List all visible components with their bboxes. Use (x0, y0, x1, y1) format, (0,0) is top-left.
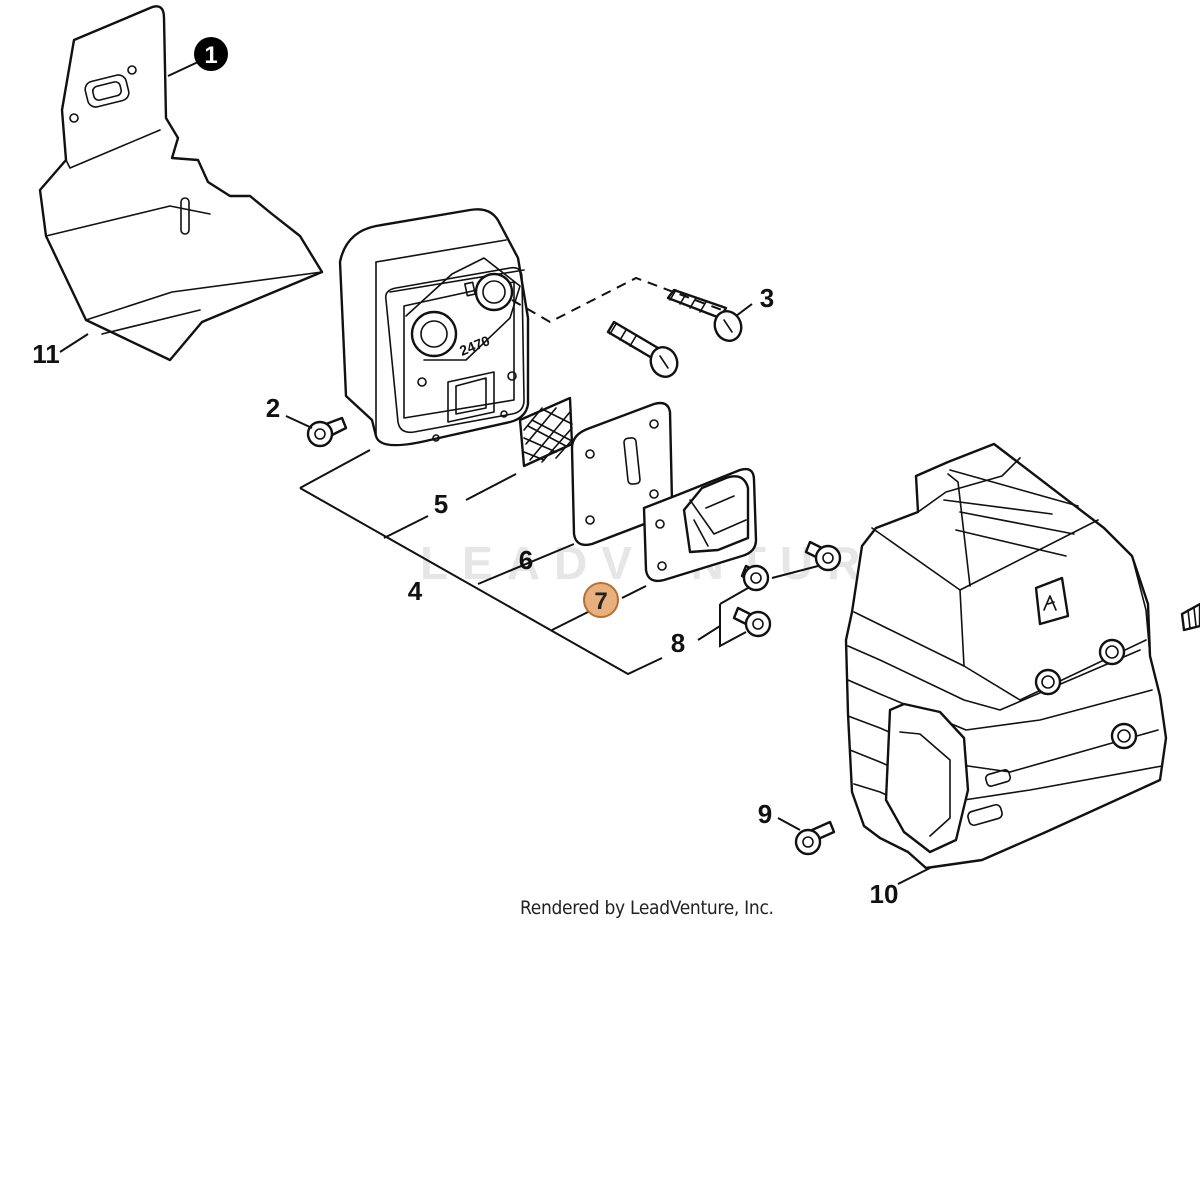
callout-5-label: 5 (434, 489, 448, 519)
callout-3-label: 3 (760, 283, 774, 313)
callout-11[interactable]: 11 (32, 339, 60, 369)
callout-9-label: 9 (758, 799, 772, 829)
callout-4-label: 4 (408, 576, 423, 606)
callout-10-label: 10 (870, 879, 899, 909)
muffler-part[interactable]: 2470 (338, 208, 530, 447)
callout-5[interactable]: 5 (434, 489, 448, 519)
screw-part-8b[interactable] (732, 606, 772, 638)
render-credit: Rendered by LeadVenture, Inc. (520, 897, 774, 919)
callout-6-label: 6 (519, 545, 533, 575)
callout-3[interactable]: 3 (760, 283, 774, 313)
callout-8[interactable]: 8 (671, 628, 685, 658)
screw-part-8a[interactable] (740, 564, 770, 592)
callout-2-label: 2 (266, 393, 280, 423)
callout-6[interactable]: 6 (519, 545, 533, 575)
screw-part-8c[interactable] (804, 540, 842, 572)
callout-11-label: 11 (32, 339, 60, 369)
shroud-cover-part[interactable] (844, 442, 1168, 870)
leader-lines (59, 61, 931, 885)
callout-8-label: 8 (671, 628, 685, 658)
callout-10[interactable]: 10 (870, 879, 899, 909)
callout-2[interactable]: 2 (266, 393, 280, 423)
screw-part-edge[interactable] (1180, 602, 1200, 632)
callout-4[interactable]: 4 (408, 576, 423, 606)
callout-7-label: 7 (594, 588, 607, 615)
deflector-part[interactable] (642, 467, 758, 583)
screw-part-9[interactable] (794, 820, 836, 856)
callout-1-label: 1 (204, 42, 217, 69)
screw-part-3b[interactable] (606, 320, 681, 381)
callout-9[interactable]: 9 (758, 799, 772, 829)
screw-part-2[interactable] (306, 416, 348, 448)
heat-shield-part[interactable] (38, 5, 324, 362)
screw-part-3[interactable] (666, 288, 745, 345)
callout-7[interactable]: 7 (583, 582, 619, 618)
callout-1[interactable]: 1 (194, 37, 228, 71)
